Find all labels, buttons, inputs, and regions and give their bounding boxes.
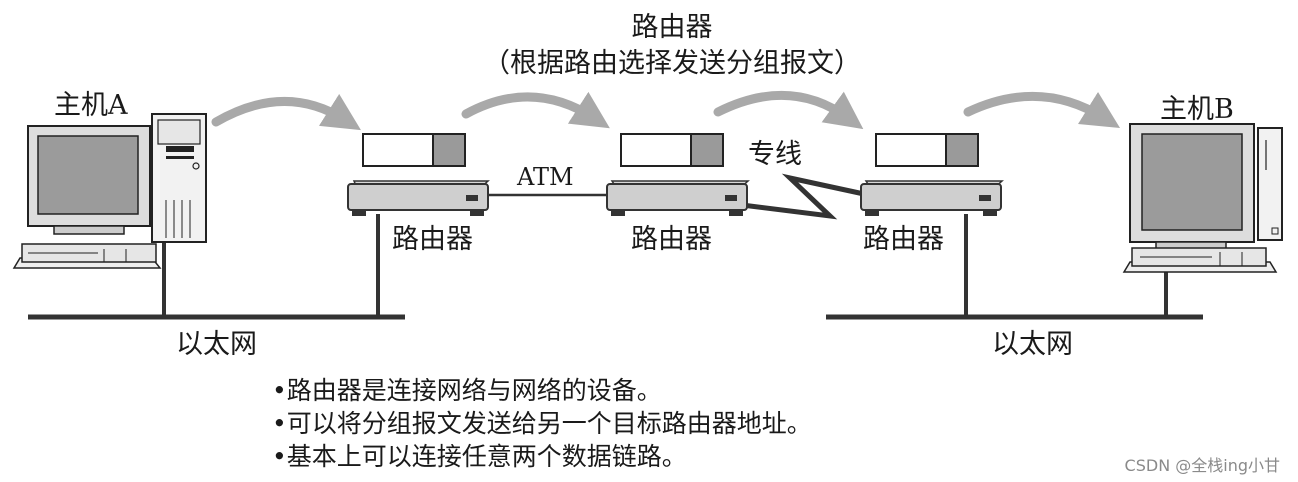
- router-1-label: 路由器: [392, 224, 473, 255]
- host-b-label: 主机B: [1160, 94, 1234, 125]
- router-2-device: [606, 180, 750, 216]
- leased-line-link: [741, 173, 865, 220]
- packet-2: [620, 133, 724, 167]
- ethernet-right-label: 以太网: [992, 329, 1073, 360]
- bullet-list: •路由器是连接网络与网络的设备。 •可以将分组报文发送给另一个目标路由器地址。 …: [272, 374, 812, 473]
- bullet-item: •路由器是连接网络与网络的设备。: [272, 376, 662, 405]
- router-heading: 路由器: [631, 12, 713, 43]
- bullet-item: •基本上可以连接任意两个数据链路。: [272, 442, 687, 471]
- leased-line-label: 专线: [748, 139, 802, 170]
- router-subheading: （根据路由选择发送分组报文）: [483, 48, 861, 79]
- router-3-device: [860, 180, 1004, 216]
- bullet-item: •可以将分组报文发送给另一个目标路由器地址。: [272, 409, 812, 438]
- arrow-router-1-to-router-2: [461, 91, 610, 129]
- router-1-device: [347, 180, 490, 216]
- atm-label: ATM: [517, 163, 574, 191]
- router-3-label: 路由器: [863, 224, 944, 255]
- arrow-router-2-to-router-3: [713, 90, 864, 130]
- host-a-label: 主机A: [54, 90, 128, 121]
- arrow-host-a-to-router-1: [211, 93, 361, 131]
- packet-1: [362, 133, 466, 167]
- watermark: CSDN @全栈ing小甘: [1124, 456, 1280, 475]
- router-2-label: 路由器: [631, 224, 712, 255]
- ethernet-left-label: 以太网: [176, 329, 257, 360]
- host-a-computer: [12, 113, 207, 269]
- host-b-computer: [1122, 123, 1283, 273]
- arrow-router-3-to-host-b: [963, 91, 1121, 129]
- packet-3: [875, 133, 979, 167]
- forwarding-arrows: [211, 90, 1121, 131]
